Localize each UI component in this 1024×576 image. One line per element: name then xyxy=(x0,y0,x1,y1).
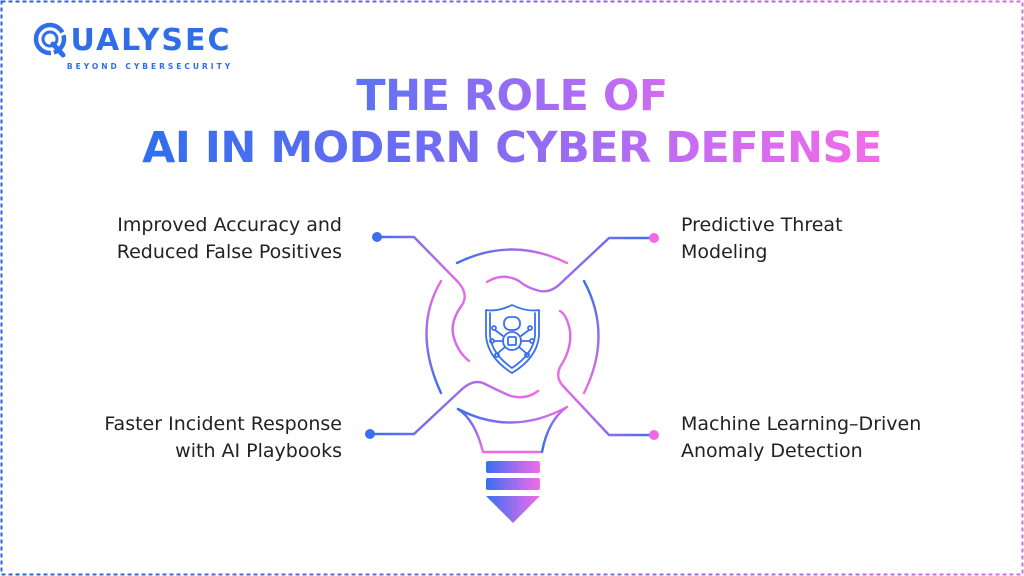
feature-ml-anomaly-detection: Machine Learning–Driven Anomaly Detectio… xyxy=(681,411,921,465)
bulb-base-bar-2 xyxy=(486,478,540,490)
connector-bottom-right xyxy=(557,309,656,437)
feature-label-line-1: Improved Accuracy and xyxy=(117,214,342,236)
connector-top-right xyxy=(485,236,656,293)
qualysec-q-logo-icon xyxy=(33,22,66,58)
bulb-base-bar-1 xyxy=(486,461,540,473)
feature-label-line-2: with AI Playbooks xyxy=(175,440,342,462)
bulb-neck-right xyxy=(540,405,569,454)
brand-tagline: BEYOND CYBERSECURITY xyxy=(66,62,234,71)
page-title: THE ROLE OF AI IN MODERN CYBER DEFENSE xyxy=(0,70,1024,174)
brand-logo: UALYSEC BEYOND CYBERSECURITY xyxy=(20,22,244,71)
bulb-base-tip xyxy=(486,496,540,523)
ring-outer-left xyxy=(425,279,443,395)
ring-outer-top xyxy=(455,248,569,265)
connector-bottom-left xyxy=(368,380,540,436)
connector-top-left xyxy=(375,235,471,363)
ring-outer-right xyxy=(582,279,600,395)
title-line-1: THE ROLE OF xyxy=(356,71,668,121)
feature-label-line-2: Modeling xyxy=(681,241,768,263)
dot-bottom-left xyxy=(365,429,375,439)
brand-name: UALYSEC xyxy=(70,23,232,58)
feature-faster-incident-response: Faster Incident Response with AI Playboo… xyxy=(104,411,342,465)
bulb-neck-left xyxy=(456,407,542,454)
feature-label-line-1: Faster Incident Response xyxy=(104,413,342,435)
feature-improved-accuracy: Improved Accuracy and Reduced False Posi… xyxy=(117,212,342,266)
feature-label-line-1: Machine Learning–Driven xyxy=(681,413,922,435)
dot-top-right xyxy=(649,233,659,243)
title-line-2: AI IN MODERN CYBER DEFENSE xyxy=(142,123,882,173)
dot-bottom-right xyxy=(649,430,659,440)
shield-lock-circuit-icon xyxy=(485,304,540,374)
bulb-neck-curve xyxy=(456,405,569,424)
dot-top-left xyxy=(372,232,382,242)
feature-label-line-1: Predictive Threat xyxy=(681,214,843,236)
feature-label-line-2: Anomaly Detection xyxy=(681,440,863,462)
feature-label-line-2: Reduced False Positives xyxy=(116,241,342,263)
feature-predictive-threat-modeling: Predictive Threat Modeling xyxy=(681,212,843,266)
